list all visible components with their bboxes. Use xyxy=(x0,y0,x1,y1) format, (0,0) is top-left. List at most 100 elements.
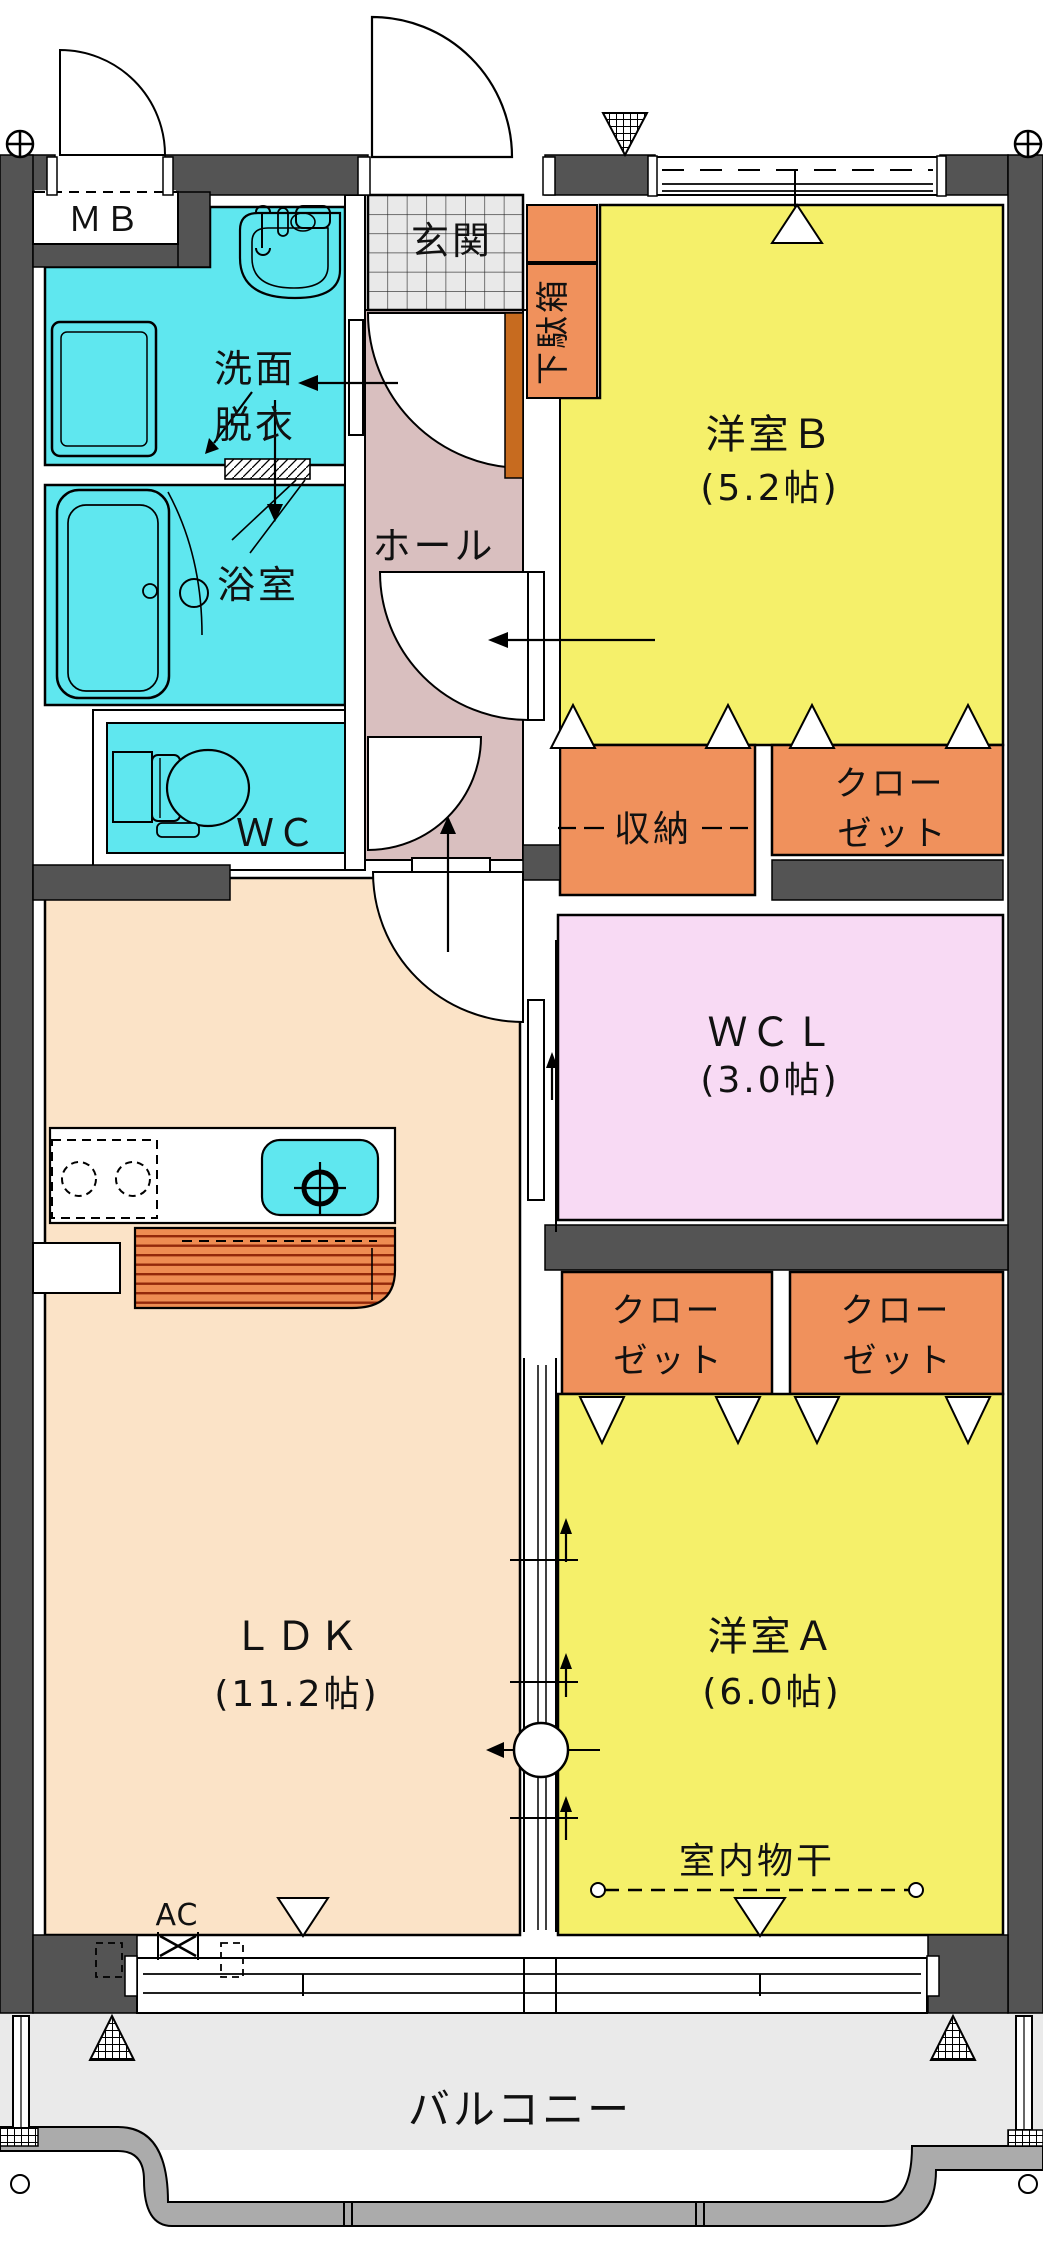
hatched-triangle-icon xyxy=(88,2013,136,2061)
door-jamb xyxy=(46,156,58,196)
door-jamb xyxy=(542,156,556,196)
partition-handle-icon xyxy=(512,1721,570,1779)
label-senmen-2: 脱衣 xyxy=(214,403,296,447)
railing-divider-icon xyxy=(343,2202,705,2226)
wall-band-hall-west xyxy=(344,194,366,871)
closet-a2-fill xyxy=(788,1270,1005,1396)
bifold-triangles-bottom xyxy=(578,1396,992,1446)
label-monohoshi: 室内物干 xyxy=(679,1841,835,1882)
label-room-b: 洋室Ｂ xyxy=(706,412,835,458)
washbasin-icon xyxy=(238,205,342,300)
wall-below-closet-b xyxy=(771,859,1004,901)
label-closet-a2-2: ゼット xyxy=(843,1341,954,1381)
flow-arrows xyxy=(205,375,655,1840)
label-genkan: 玄関 xyxy=(411,219,493,263)
genkan-step xyxy=(504,312,524,479)
label-closet-a1-1: クロー xyxy=(612,1291,723,1331)
shuno-fill xyxy=(558,743,757,897)
drain-pipe-right-icon xyxy=(1007,2015,1043,2194)
window-room-b-top xyxy=(647,155,947,207)
hatched-triangle-icon xyxy=(601,112,649,158)
balcony-area xyxy=(0,2013,1043,2227)
balcony-floor xyxy=(0,2013,1043,2150)
label-closet-a2-1: クロー xyxy=(841,1291,952,1331)
label-closet-b-2: ゼット xyxy=(838,814,949,854)
window-marker-icon xyxy=(276,1897,330,1938)
wall-wc-ldk xyxy=(32,864,231,901)
room-ldk-fill xyxy=(43,876,522,1937)
getabako-upper xyxy=(526,204,598,263)
label-balcony: バルコニー xyxy=(408,2085,632,2134)
bathtub-icon xyxy=(55,488,209,700)
label-shuno: 収納 xyxy=(614,809,692,850)
wall-right xyxy=(1007,154,1043,2014)
window-marker-icon xyxy=(770,203,824,244)
survey-point-icon xyxy=(5,129,35,159)
window-bottom xyxy=(124,1955,940,2014)
door-leaf-senmen xyxy=(348,319,364,436)
label-ldk: ＬＤＫ xyxy=(233,1614,362,1660)
kitchen-sink-icon xyxy=(260,1138,380,1217)
label-wcl-size: (3.0帖) xyxy=(700,1060,839,1101)
label-ac: AC xyxy=(156,1898,199,1933)
label-bath: 浴室 xyxy=(217,563,299,607)
drying-rod-icon xyxy=(590,1882,924,1898)
arrow-left-icon xyxy=(486,1742,504,1758)
label-wcl: ＷＣＬ xyxy=(708,1010,837,1056)
wall-mb-east xyxy=(177,191,211,268)
door-arc-room-b xyxy=(378,571,529,722)
label-room-a-size: (6.0帖) xyxy=(702,1672,841,1713)
label-wc: ＷＣ xyxy=(236,811,318,855)
stove-icon xyxy=(51,1139,158,1219)
wall-wcl-closet xyxy=(544,1224,1009,1271)
walls xyxy=(0,154,1043,2014)
door-arc-entrance xyxy=(370,15,514,159)
wall-bottom-right xyxy=(927,1934,1009,2014)
room-wcl-fill xyxy=(556,913,1005,1222)
labels: ＭＢ 玄関 下駄箱 洗面 脱衣 浴室 ＷＣ ホール 洋室Ｂ (5.2帖) 収納 … xyxy=(68,200,954,2134)
ldk-room-a-partition xyxy=(486,1358,600,1932)
wcl-sliding-door xyxy=(527,940,557,1232)
washing-machine-icon xyxy=(50,320,158,458)
doors xyxy=(46,15,600,1932)
label-ldk-size: (11.2帖) xyxy=(214,1674,379,1715)
bath-folding-door xyxy=(224,458,311,554)
getabako-lower xyxy=(526,263,598,399)
survey-point-icon xyxy=(1013,129,1043,159)
wall-top-2 xyxy=(164,154,369,196)
label-room-b-size: (5.2帖) xyxy=(700,468,839,509)
label-senmen-1: 洗面 xyxy=(214,347,296,391)
drain-pipe-left-icon xyxy=(0,2015,39,2194)
markers xyxy=(5,112,1043,2061)
door-jamb xyxy=(162,156,174,196)
fixtures xyxy=(32,205,397,1310)
label-closet-b-1: クロー xyxy=(835,764,946,804)
wall-top-3 xyxy=(544,154,656,196)
bifold-triangles-top xyxy=(549,702,992,749)
closet-a1-fill xyxy=(560,1270,774,1396)
door-leaf-room-b xyxy=(527,571,545,721)
door-leaf-ldk xyxy=(411,857,491,873)
mb-box xyxy=(32,190,179,245)
label-hall: ホール xyxy=(372,524,495,568)
label-closet-a1-2: ゼット xyxy=(614,1341,725,1381)
label-getabako: 下駄箱 xyxy=(533,277,572,385)
door-jamb xyxy=(357,156,371,196)
closet-b-fill xyxy=(770,743,1005,857)
genkan-tile-floor xyxy=(366,193,525,312)
toilet-icon xyxy=(112,748,251,838)
window-marker-icon xyxy=(733,1897,787,1938)
room-a-fill xyxy=(556,1392,1005,1937)
wall-hall-se xyxy=(522,844,561,881)
wall-left xyxy=(0,154,34,2014)
balcony-railing xyxy=(0,2126,1043,2227)
door-arc-mb xyxy=(59,48,167,156)
label-mb: ＭＢ xyxy=(68,200,142,240)
hatched-triangle-icon xyxy=(929,2013,977,2061)
room-bath-fill xyxy=(43,483,347,707)
counter-bar xyxy=(32,1226,397,1310)
label-room-a: 洋室Ａ xyxy=(708,1614,837,1660)
wall-top-4 xyxy=(939,154,1009,196)
